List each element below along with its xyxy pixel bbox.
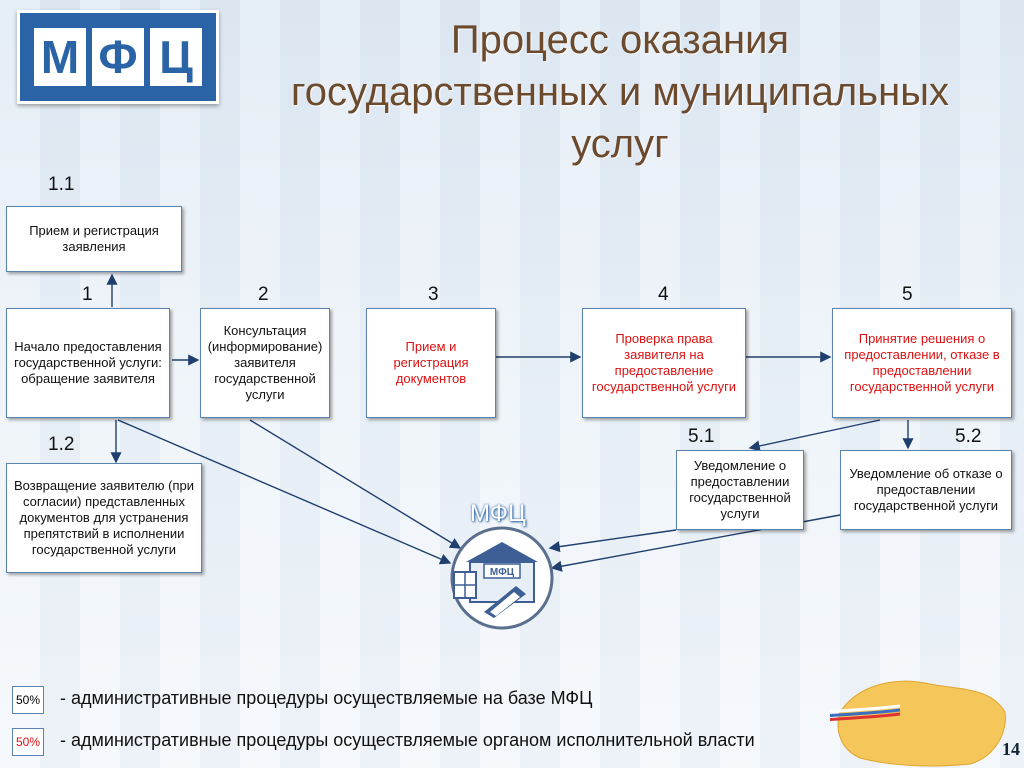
logo-letter: Ф xyxy=(92,28,144,86)
step-box-2: Консультация (информирование) заявителя … xyxy=(200,308,330,418)
legend-text-authority: - административные процедуры осуществляе… xyxy=(60,730,755,750)
mfc-sign-text: МФЦ xyxy=(490,567,515,578)
step-number: 5.1 xyxy=(688,426,715,447)
title-line: Процесс оказания xyxy=(450,18,790,62)
step-number: 4 xyxy=(658,284,669,305)
step-box-5-2: Уведомление об отказе о предоставлении г… xyxy=(840,450,1012,530)
legend-badge-authority: 50% xyxy=(12,728,44,756)
title-line: услуг xyxy=(571,122,669,166)
step-number: 5.2 xyxy=(955,426,982,447)
region-map-illustration xyxy=(830,680,1006,767)
step-box-4: Проверка права заявителя на предоставлен… xyxy=(582,308,746,418)
logo-letter: Ц xyxy=(150,28,202,86)
arrow-2-to-mfc xyxy=(249,419,462,549)
legend-badge-mfc: 50% xyxy=(12,686,44,714)
arrow-5-to-5-1 xyxy=(748,419,881,452)
mfc-logo: М Ф Ц xyxy=(17,10,219,104)
step-number: 3 xyxy=(428,284,439,305)
mfc-building-icon: МФЦ xyxy=(450,526,554,630)
page-number: 14 xyxy=(1002,739,1020,759)
step-box-5: Принятие решения о предоставлении, отказ… xyxy=(832,308,1012,418)
step-box-1-1: Прием и регистрация заявления xyxy=(6,206,182,272)
step-number: 1.2 xyxy=(48,434,75,455)
step-number: 1 xyxy=(82,284,93,305)
logo-letter: М xyxy=(34,28,86,86)
arrow-1-to-mfc xyxy=(117,419,452,565)
step-box-3: Прием и регистрация документов xyxy=(366,308,496,418)
arrow-5-1-to-mfc xyxy=(548,529,677,553)
step-number: 5 xyxy=(902,284,913,305)
step-number: 1.1 xyxy=(48,174,75,195)
step-box-1: Начало предоставления государственной ус… xyxy=(6,308,170,418)
legend-text-mfc: - административные процедуры осуществляе… xyxy=(60,688,593,708)
step-box-1-2: Возвращение заявителю (при согласии) пре… xyxy=(6,463,202,573)
page-title: Процесс оказания государственных и муниц… xyxy=(230,14,1010,170)
mfc-center-label: МФЦ xyxy=(470,500,526,527)
step-box-5-1: Уведомление о предоставлении государстве… xyxy=(676,450,804,530)
step-number: 2 xyxy=(258,284,269,305)
title-line: государственных и муниципальных xyxy=(291,70,949,114)
